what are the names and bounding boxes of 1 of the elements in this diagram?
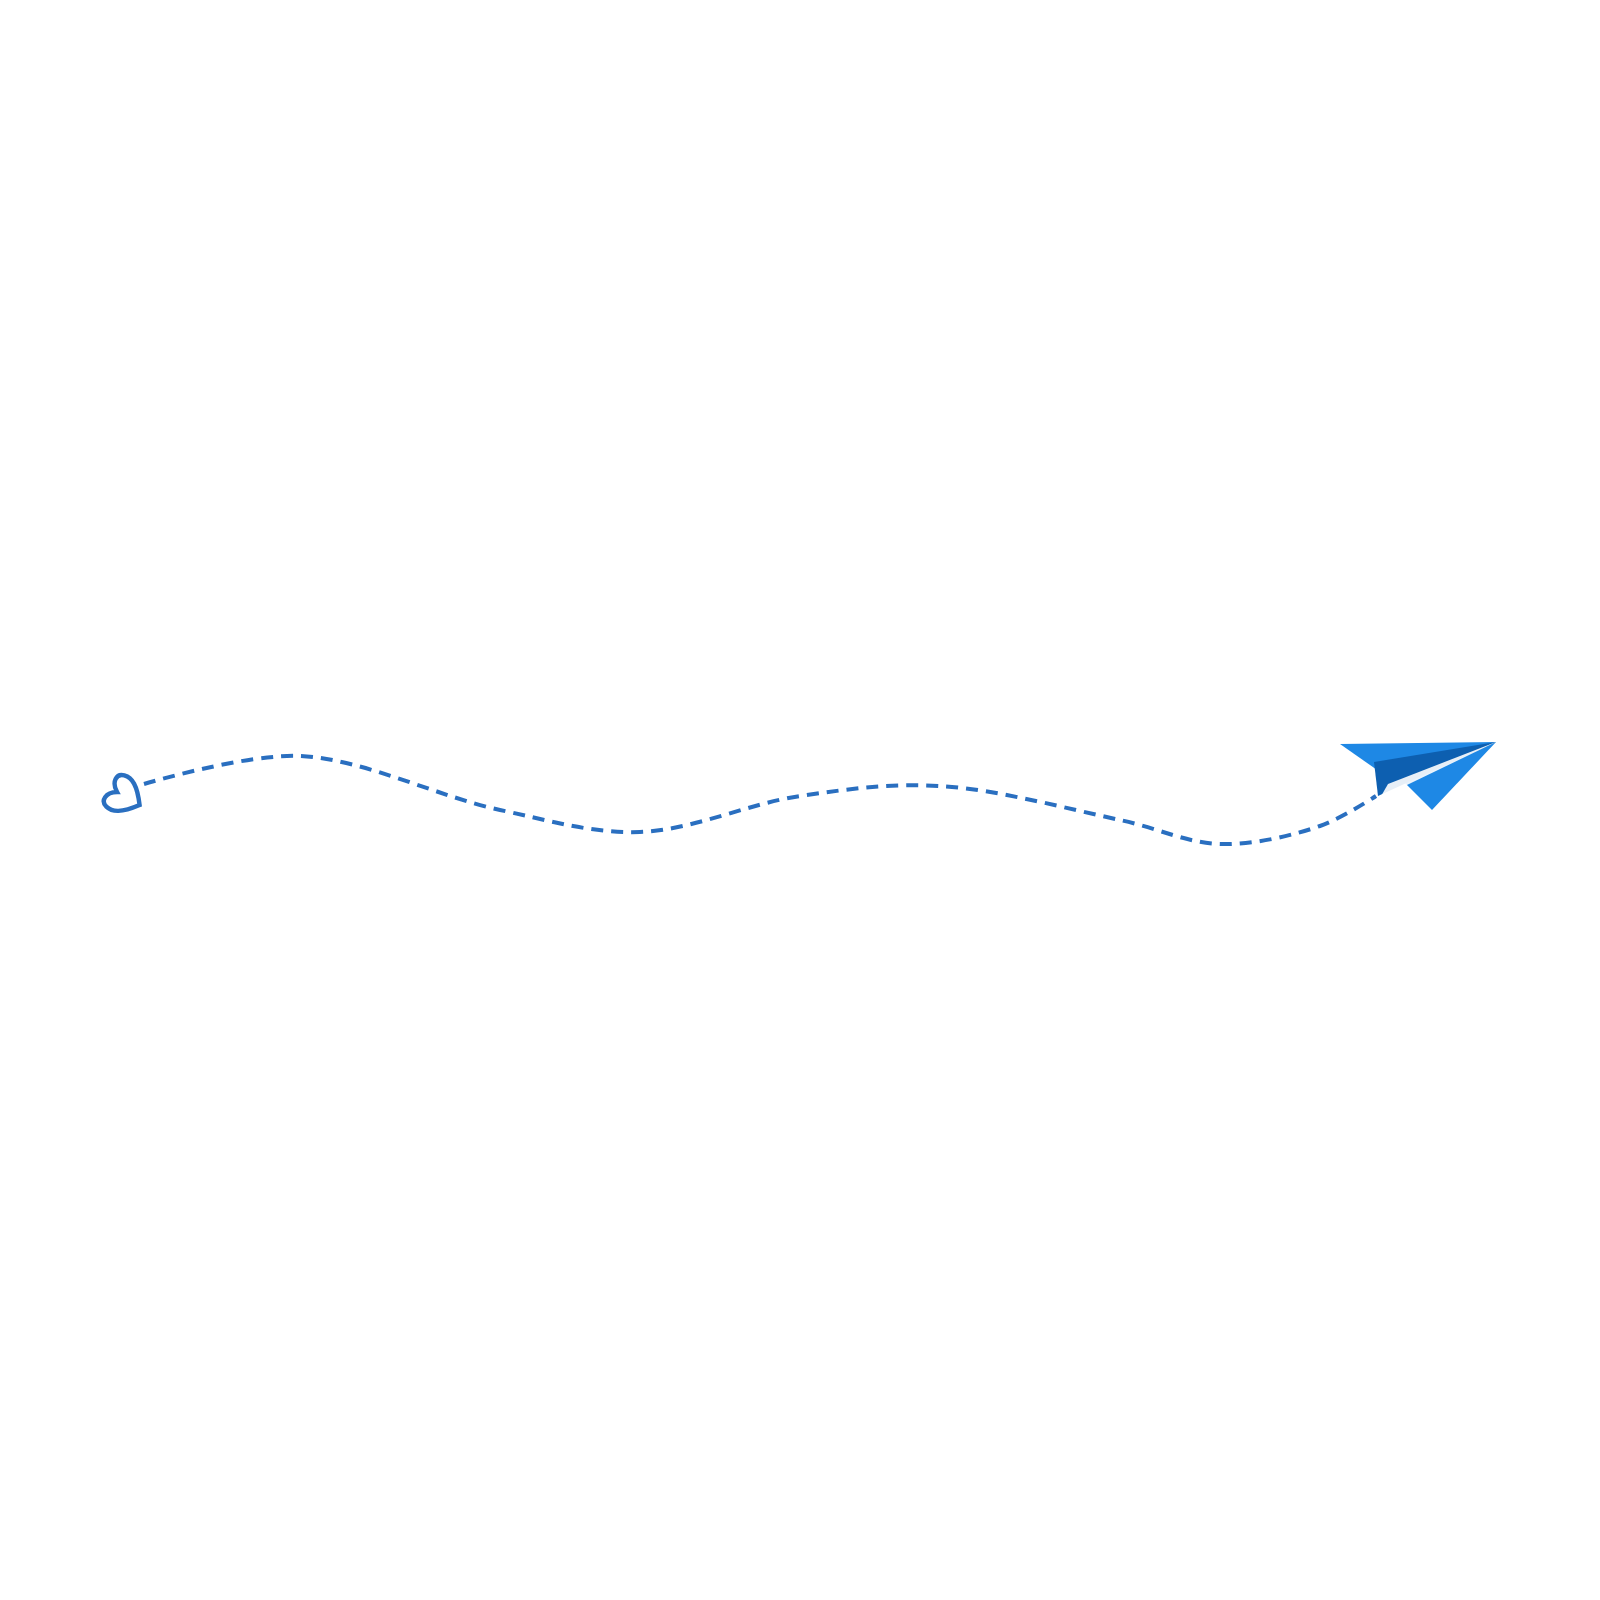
dashed-trail <box>143 754 1378 846</box>
